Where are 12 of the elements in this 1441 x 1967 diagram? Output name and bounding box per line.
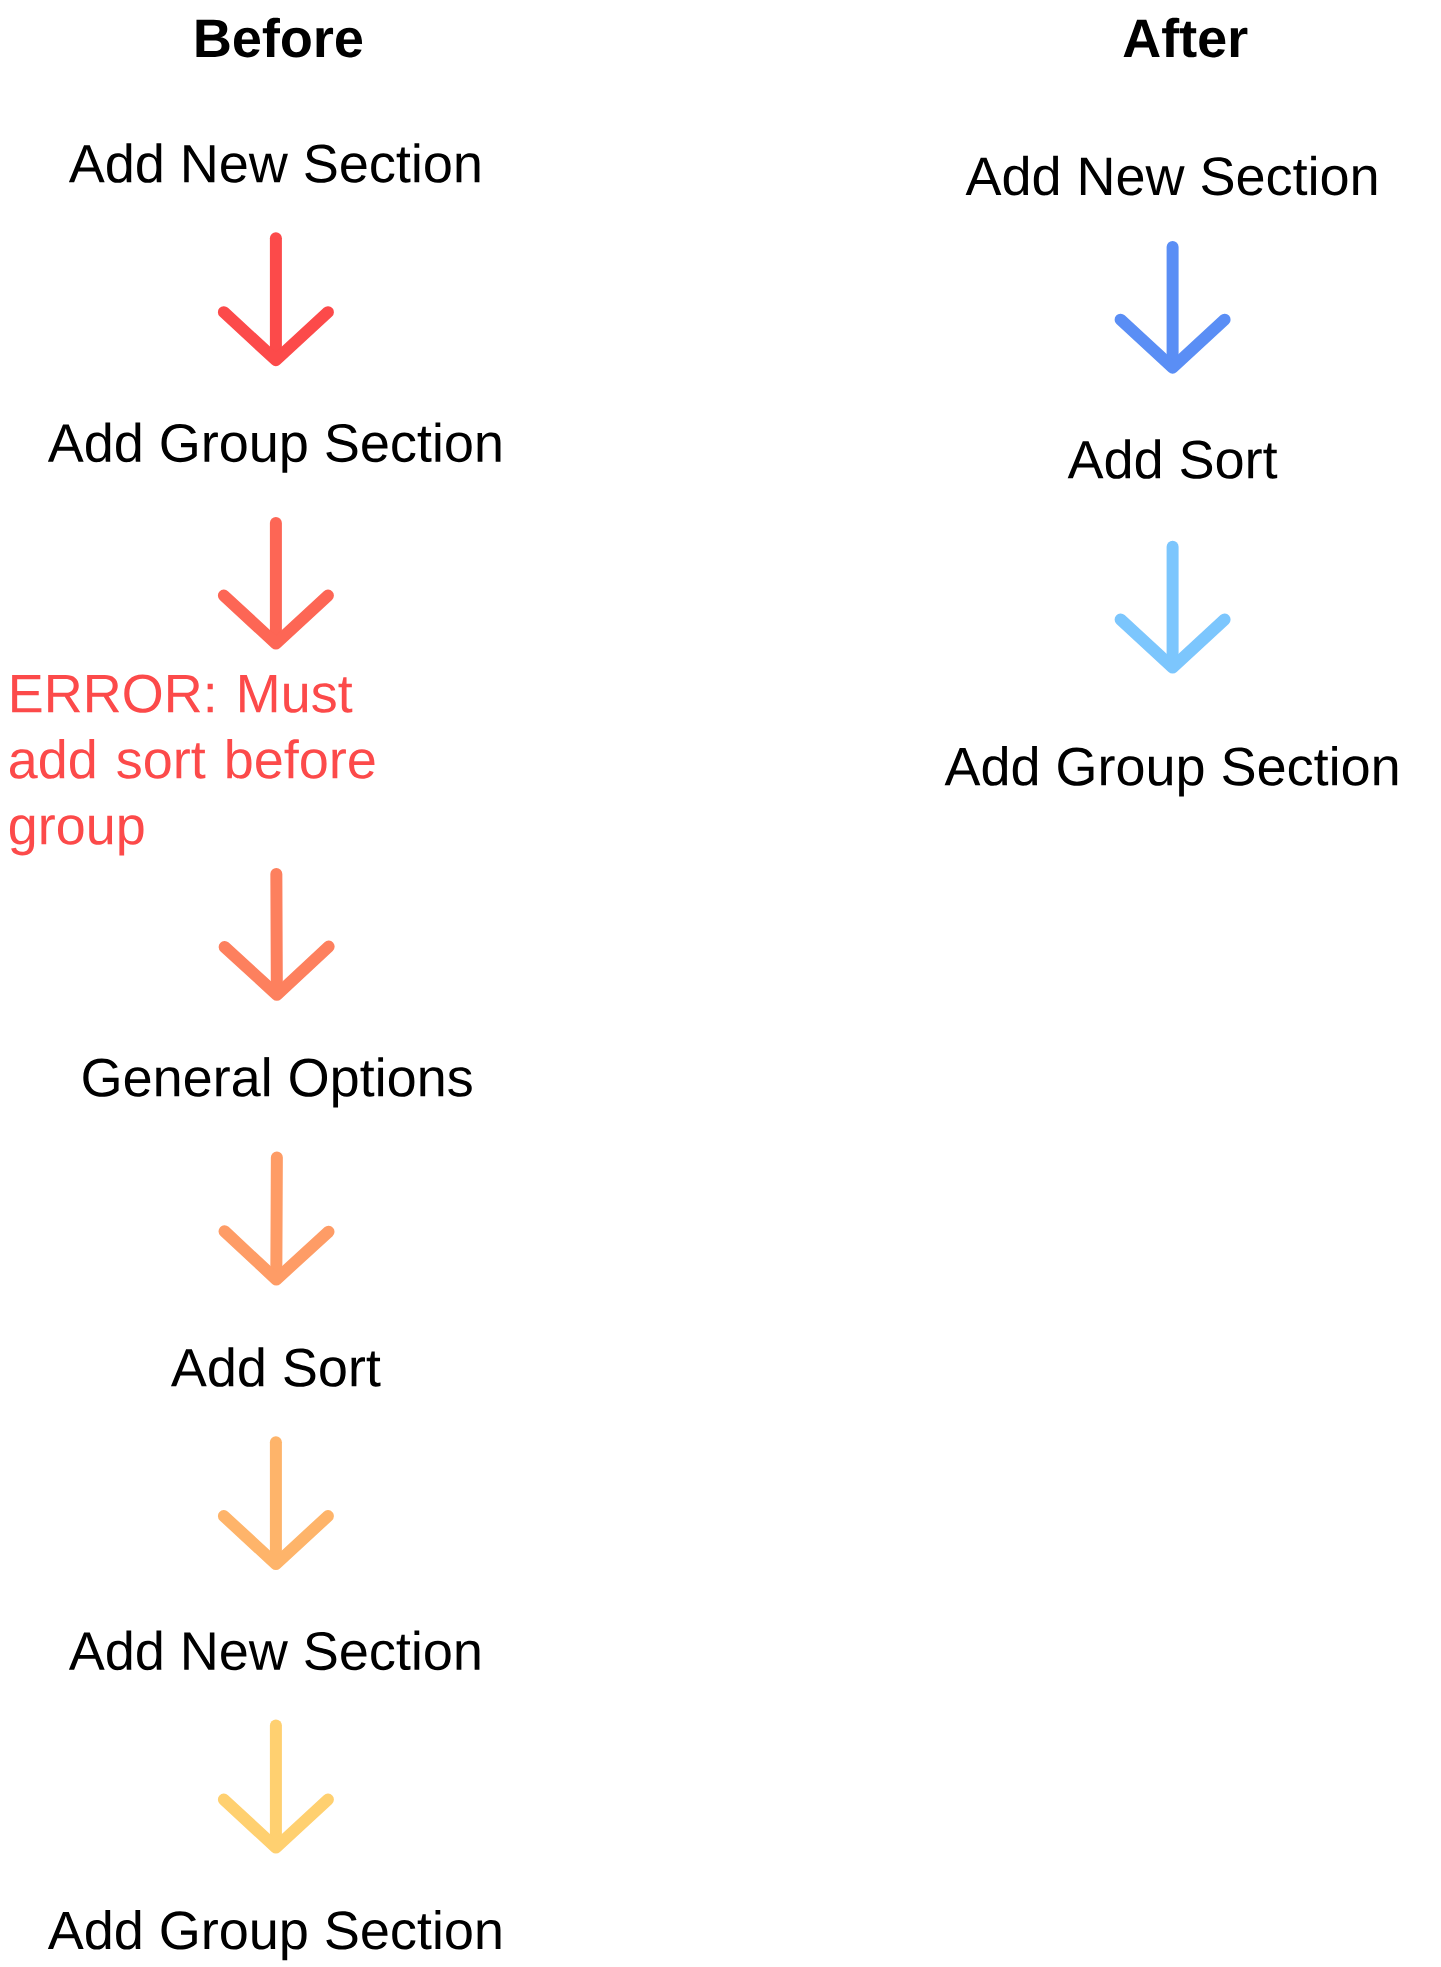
step-label: Add Sort xyxy=(1067,439,1278,479)
column-heading: After xyxy=(1123,17,1248,58)
step-label: Add New Section xyxy=(68,1630,480,1671)
step-label: Add Group Section xyxy=(47,1909,501,1961)
step-label: General Options xyxy=(83,1057,472,1108)
step-label: Add New Section xyxy=(965,155,1377,196)
step-label: Add New Section xyxy=(68,143,480,183)
column-heading: Before xyxy=(196,17,363,58)
error-message: ERROR: Must add sort before group xyxy=(9,674,375,856)
step-label: Add Group Section xyxy=(47,422,501,473)
step-label: Add Group Section xyxy=(944,746,1398,797)
step-label: Add Sort xyxy=(170,1347,381,1387)
